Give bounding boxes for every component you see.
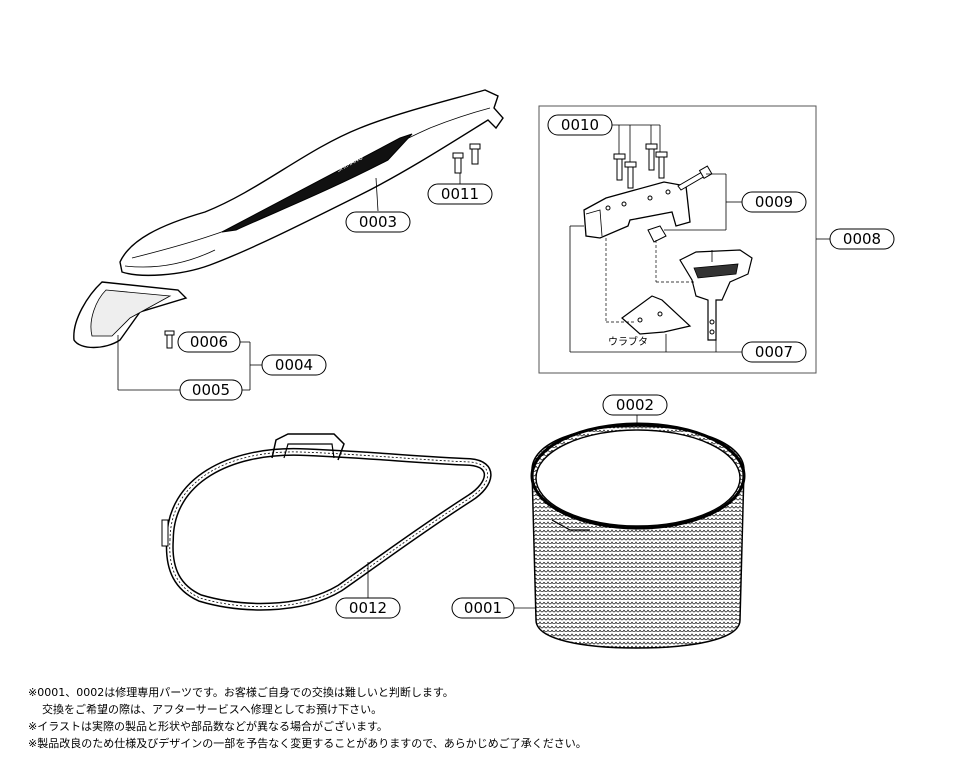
part-label-0010[interactable]: 0010	[547, 114, 613, 136]
part-number-0005: 0005	[192, 381, 230, 399]
part-label-0005[interactable]: 0005	[179, 379, 243, 401]
part-label-0008[interactable]: 0008	[829, 228, 895, 250]
part-label-0012[interactable]: 0012	[335, 597, 401, 619]
screw-parts-0010	[613, 143, 668, 189]
part-number-0004: 0004	[275, 356, 313, 374]
basket-rim-part-0002	[530, 422, 746, 530]
note-line-3: ※イラストは実際の製品と形状や部品数などが異なる場合がございます。	[28, 720, 388, 733]
note-line-4: ※製品改良のため仕様及びデザインの一部を予告なく変更することがありますので、あら…	[28, 737, 587, 750]
front-cover-part	[73, 281, 188, 349]
nut-part	[647, 225, 667, 243]
back-cover-urabuta-part	[621, 295, 692, 335]
part-number-0001: 0001	[464, 599, 502, 617]
urabuta-label: ウラブタ	[608, 335, 648, 348]
part-number-0011: 0011	[441, 185, 479, 203]
notes-section: ※0001、0002は修理専用パーツです。お客様ご自身での交換は難しいと判断しま…	[28, 684, 948, 752]
part-label-0009[interactable]: 0009	[741, 191, 807, 213]
part-label-0002[interactable]: 0002	[602, 394, 668, 416]
hinge-bracket-part	[583, 181, 691, 239]
hinge-assembly-box	[538, 105, 817, 374]
part-number-0010: 0010	[561, 116, 599, 134]
top-cover-part: COMPE EDITION SHIMANO	[119, 89, 504, 276]
part-label-0004[interactable]: 0004	[261, 354, 327, 376]
part-label-0007[interactable]: 0007	[741, 341, 807, 363]
part-number-0012: 0012	[349, 599, 387, 617]
part-number-0006: 0006	[190, 333, 228, 351]
case-bag-part-0012	[161, 433, 492, 611]
part-label-0001[interactable]: 0001	[451, 597, 515, 619]
part-number-0008: 0008	[843, 230, 881, 248]
basket-part-0001	[531, 425, 745, 649]
part-number-0007: 0007	[755, 343, 793, 361]
part-label-0006[interactable]: 0006	[177, 331, 241, 353]
hinge-plate-part	[679, 249, 753, 341]
part-number-0009: 0009	[755, 193, 793, 211]
part-label-0011[interactable]: 0011	[427, 183, 493, 205]
screw-part-0006	[164, 330, 175, 349]
note-line-1: ※0001、0002は修理専用パーツです。お客様ご自身での交換は難しいと判断しま…	[28, 686, 454, 699]
note-line-2: 交換をご希望の際は、アフターサービスへ修理としてお預け下さい。	[42, 703, 383, 716]
part-label-0003[interactable]: 0003	[345, 211, 411, 233]
part-number-0003: 0003	[359, 213, 397, 231]
part-number-0002: 0002	[616, 396, 654, 414]
long-screw-part-0009	[677, 165, 713, 191]
screw-parts-0011	[452, 143, 481, 184]
